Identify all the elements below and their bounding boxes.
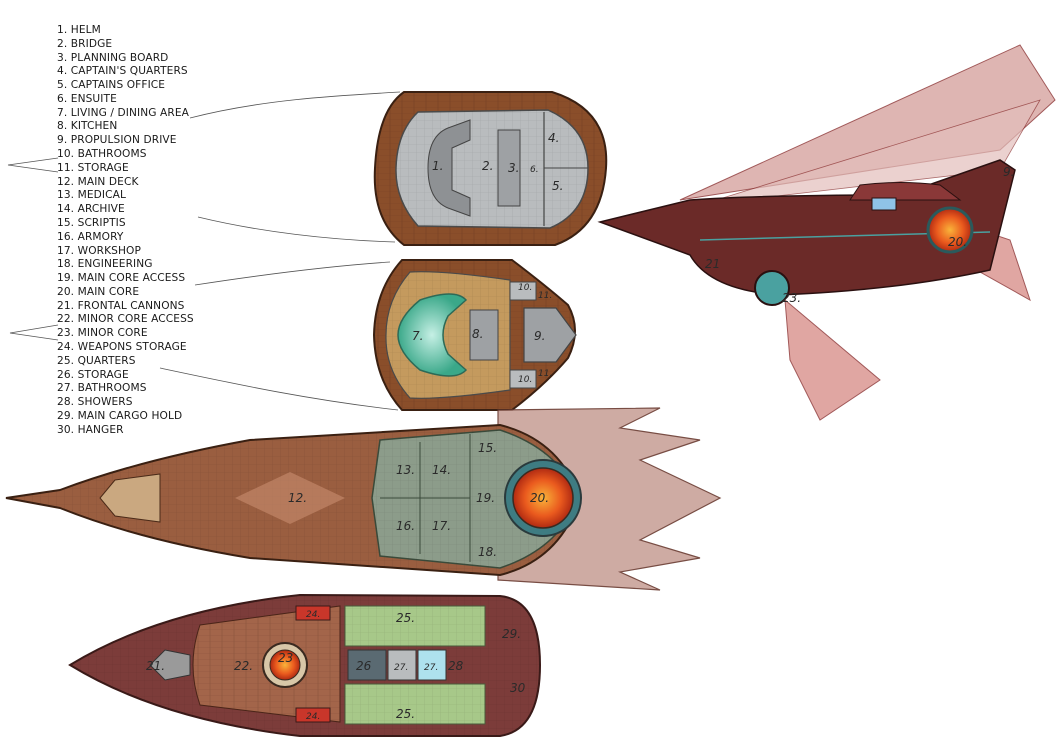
label-storage-a: 11. [538, 291, 552, 301]
legend-item: 18. ENGINEERING [57, 258, 153, 271]
legend-item: 10. BATHROOMS [57, 148, 147, 161]
label-bathrooms-b: 10. [518, 375, 532, 385]
label-side-minor-core: 23. [782, 291, 801, 305]
label-living-dining: 7. [412, 329, 423, 343]
label-ensuite: 6. [530, 165, 539, 175]
label-side-frontal-cannons: 21 [705, 257, 720, 271]
label-propulsion-drive: 9. [534, 329, 545, 343]
legend-item: 8. KITCHEN [57, 120, 118, 133]
label-weapons-storage-a: 24. [306, 610, 320, 620]
legend-item: 9. PROPULSION DRIVE [57, 134, 177, 147]
deck-1-plan: 1. 2. 3. 6. 4. 5. [373, 91, 608, 246]
label-bathrooms-2: 27. [424, 663, 438, 673]
legend-item: 17. WORKSHOP [57, 244, 141, 257]
label-scriptis: 15. [478, 441, 497, 455]
legend-item: 13. MEDICAL [57, 189, 126, 202]
label-kitchen: 8. [472, 327, 483, 341]
legend-item: 4. CAPTAIN'S QUARTERS [57, 65, 188, 78]
legend-item: 30. HANGER [57, 423, 124, 436]
label-minor-core: 23 [278, 651, 293, 665]
legend-item: 21. FRONTAL CANNONS [57, 299, 185, 312]
label-main-cargo-hold: 29. [502, 627, 521, 641]
legend-item: 2. BRIDGE [57, 37, 113, 50]
legend-item: 19. MAIN CORE ACCESS [57, 272, 186, 285]
label-side-main-core: 20. [948, 235, 967, 249]
legend-item: 3. PLANNING BOARD [57, 51, 169, 64]
legend-item: 25. QUARTERS [57, 354, 136, 367]
label-minor-core-access: 22. [234, 659, 253, 673]
label-quarters-a: 25. [396, 611, 415, 625]
deck-2-plan: 7. 8. 9. 10. 11. 10. 11. [372, 259, 577, 411]
label-storage: 26 [356, 659, 372, 673]
label-main-core-access: 19. [476, 491, 495, 505]
label-workshop: 17. [432, 519, 451, 533]
legend-item: 23. MINOR CORE [57, 327, 148, 340]
legend-item: 14. ARCHIVE [57, 203, 125, 216]
label-main-deck: 12. [288, 491, 307, 505]
label-engineering: 18. [478, 545, 497, 559]
label-quarters-b: 25. [396, 707, 415, 721]
legend-item: 26. STORAGE [57, 368, 129, 381]
label-showers: 28 [448, 659, 464, 673]
legend-item: 16. ARMORY [57, 230, 124, 243]
label-side-propulsion: 9. [1003, 165, 1014, 179]
label-planning-board: 3. [508, 161, 519, 175]
label-captains-quarters: 4. [548, 131, 559, 145]
legend-item: 22. MINOR CORE ACCESS [57, 313, 194, 326]
label-armory: 16. [396, 519, 415, 533]
label-frontal-cannons: 21. [146, 659, 165, 673]
label-storage-b: 11. [538, 369, 552, 379]
airship-side-view: 9. 20. 21 23. [597, 44, 1056, 421]
label-main-core: 20. [530, 491, 549, 505]
legend-item: 15. SCRIPTIS [57, 216, 126, 229]
legend-item: 11. STORAGE [57, 161, 129, 174]
deck-3-plan: 12. 13. 14. 15. 16. 17. 18. 19. 20. [5, 407, 722, 591]
leader-lines [7, 91, 401, 411]
legend-item: 5. CAPTAINS OFFICE [57, 79, 166, 92]
legend-item: 12. MAIN DECK [57, 175, 139, 188]
label-bathrooms-a: 10. [518, 283, 532, 293]
label-archive: 14. [432, 463, 451, 477]
legend-item: 27. BATHROOMS [57, 382, 147, 395]
legend-item: 24. WEAPONS STORAGE [57, 340, 187, 353]
legend-item: 20. MAIN CORE [57, 285, 140, 298]
label-bridge: 2. [482, 159, 493, 173]
legend-item: 1. HELM [57, 24, 101, 36]
legend-item: 29. MAIN CARGO HOLD [57, 409, 183, 422]
label-helm: 1. [432, 159, 443, 173]
deck-4-plan: 21. 22. 23 24. 24. 25. 25. 26 27. 27. 28… [68, 593, 542, 737]
legend-item: 7. LIVING / DINING AREA [57, 106, 189, 119]
label-captains-office: 5. [552, 179, 563, 193]
label-bathrooms-1: 27. [394, 663, 408, 673]
label-hanger: 30 [510, 681, 526, 695]
legend-item: 6. ENSUITE [57, 92, 117, 105]
legend-item: 28. SHOWERS [57, 396, 133, 409]
label-weapons-storage-b: 24. [306, 712, 320, 722]
label-medical: 13. [396, 463, 415, 477]
